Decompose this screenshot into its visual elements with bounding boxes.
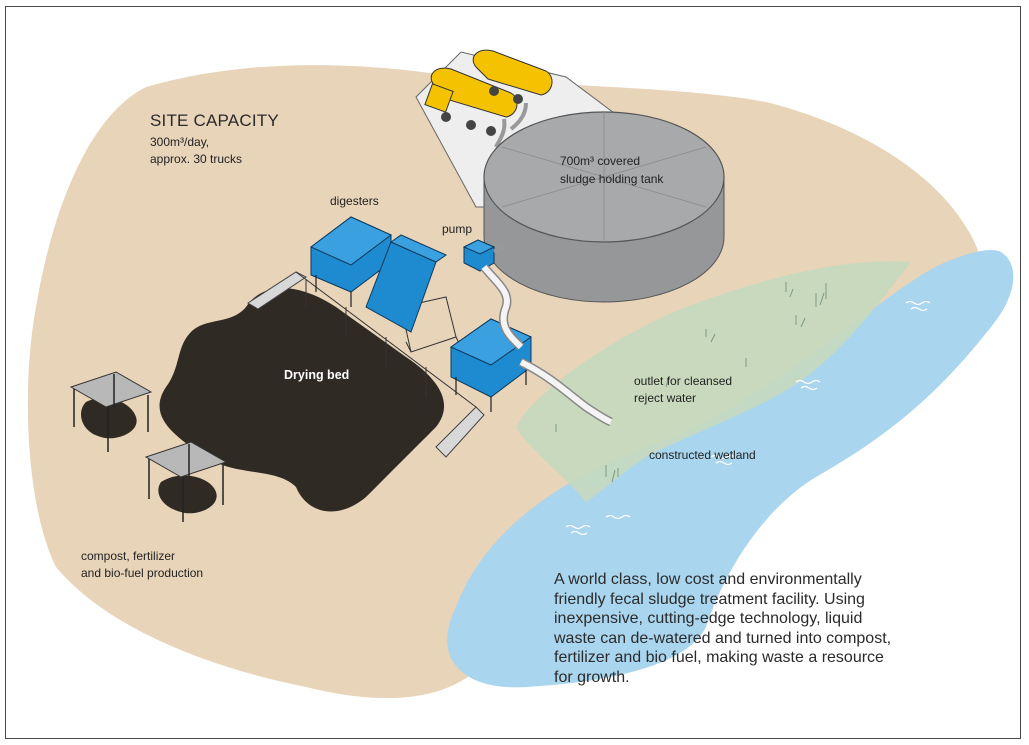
compost-label-line1: compost, fertilizer <box>81 549 176 563</box>
wetland-reeds <box>555 282 827 483</box>
constructed-wetland-area <box>516 261 911 502</box>
pump-label: pump <box>442 222 473 236</box>
outlet-label-line2: reject water <box>634 391 697 405</box>
facility-illustration <box>27 49 1014 699</box>
shelter-2 <box>144 441 228 522</box>
pipes <box>480 244 613 427</box>
drying-bed-sludge <box>159 288 445 512</box>
truck-hoses <box>494 102 528 148</box>
tanker-truck-1 <box>424 67 518 136</box>
drying-bed-wall-left <box>247 271 307 310</box>
outlet-label-line1: outlet for cleansed <box>634 374 733 388</box>
tank-label-line1: 700m³ covered <box>560 154 641 168</box>
description-line: for growth. <box>554 668 630 686</box>
wetland-label: constructed wetland <box>649 448 756 462</box>
facility-description: A world class, low cost and environmenta… <box>554 570 934 687</box>
tank-label-line2: sludge holding tank <box>560 172 664 186</box>
site-capacity-trucks: approx. 30 trucks <box>150 152 243 166</box>
illustration-frame: SITE CAPACITY 300m³/day, approx. 30 truc… <box>5 6 1021 739</box>
description-line: waste can de-watered and turned into com… <box>554 629 892 647</box>
description-line: A world class, low cost and environmenta… <box>554 571 862 588</box>
tanker-truck-2 <box>472 49 553 104</box>
sludge-holding-tank <box>483 111 725 303</box>
water-body <box>447 250 1014 688</box>
digesters-label: digesters <box>330 194 379 208</box>
description-line: friendly fecal sludge treatment facility… <box>554 590 865 608</box>
pump <box>462 239 496 272</box>
drying-bed-label: Drying bed <box>284 368 350 382</box>
description-line: fertilizer and bio fuel, making waste a … <box>554 649 884 666</box>
site-capacity-volume: 300m³/day, <box>150 135 210 149</box>
shelter-1 <box>69 371 153 452</box>
site-capacity-title: SITE CAPACITY <box>150 111 279 130</box>
drying-bed-wall-right <box>435 406 485 458</box>
compost-label-line2: and bio-fuel production <box>81 566 204 580</box>
description-line: inexpensive, cutting-edge technology, li… <box>554 610 863 627</box>
digester-2-tilted <box>365 234 448 333</box>
digester-1 <box>310 216 392 307</box>
water-ripples <box>565 300 931 536</box>
